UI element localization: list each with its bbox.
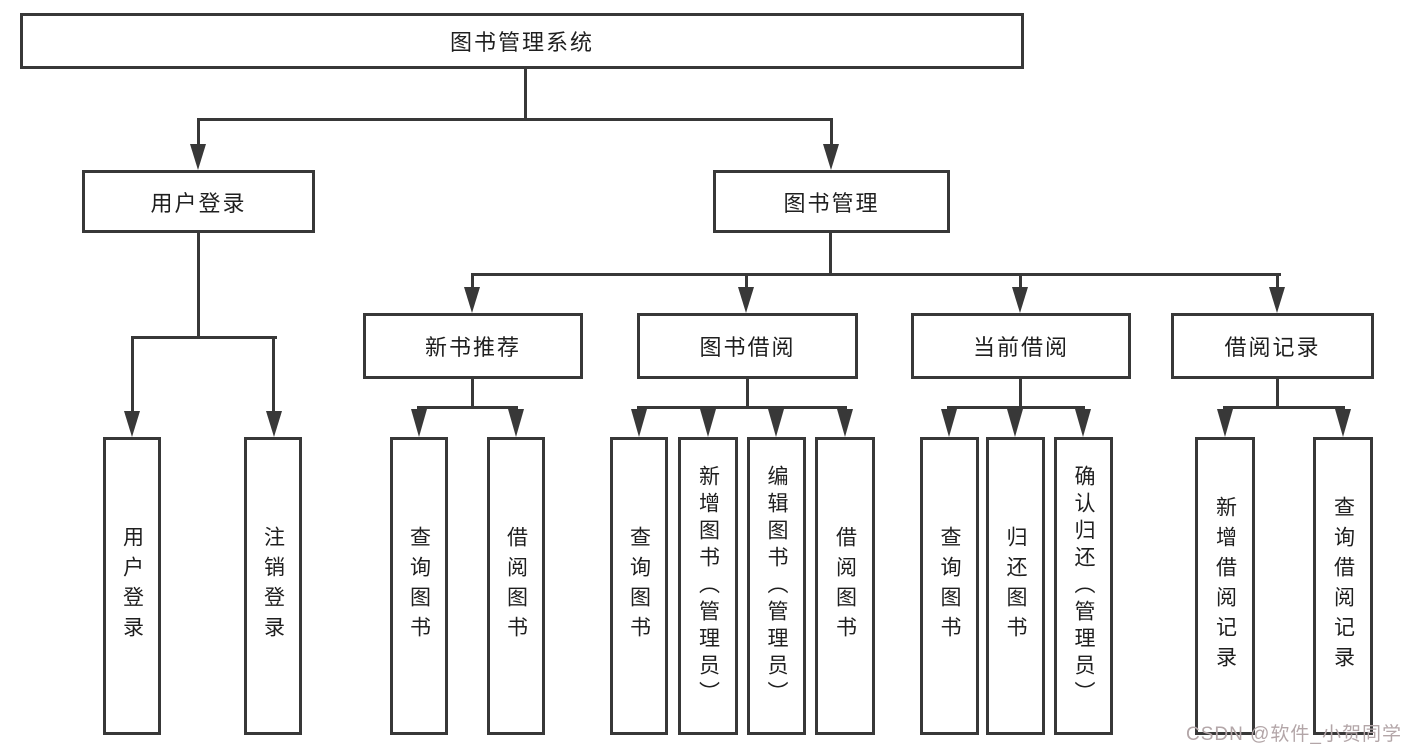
arrowhead-leaf-query-borrow-record (1335, 409, 1351, 437)
leaf-borrow-books-1: 借阅图书 (487, 437, 545, 735)
connector-user-login-bar (131, 336, 277, 339)
connector-root-stem (524, 69, 527, 121)
connector-to-leaf-user-login (131, 338, 134, 414)
node-new-book-recommend: 新书推荐 (363, 313, 583, 379)
connector-to-current-borrowing (1019, 275, 1022, 289)
arrowhead-leaf-query-books-1 (411, 409, 427, 437)
connector-to-book-management (830, 120, 833, 150)
arrowhead-book-management (823, 144, 839, 170)
connector-current-borrowing-stem (1019, 379, 1022, 408)
arrowhead-leaf-add-borrow-record (1217, 409, 1233, 437)
arrowhead-leaf-edit-books-admin (768, 409, 784, 437)
connector-user-login-stem (197, 233, 200, 339)
connector-to-leaf-logout (272, 338, 275, 414)
arrowhead-book-borrowing (738, 287, 754, 313)
arrowhead-new-book-recommend (464, 287, 480, 313)
connector-to-borrowing-records (1276, 275, 1279, 289)
node-borrowing-records-label: 借阅记录 (1224, 335, 1321, 360)
node-current-borrowing-label: 当前借阅 (972, 335, 1069, 360)
connector-book-borrowing-bar (637, 406, 847, 409)
connector-to-user-login (197, 120, 200, 150)
arrowhead-borrowing-records (1269, 287, 1285, 313)
node-user-login: 用户登录 (82, 170, 315, 233)
connector-current-borrowing-bar (947, 406, 1085, 409)
arrowhead-leaf-user-login (124, 411, 140, 437)
node-borrowing-records: 借阅记录 (1171, 313, 1374, 379)
arrowhead-leaf-add-books-admin (700, 409, 716, 437)
node-root: 图书管理系统 (20, 13, 1024, 69)
leaf-edit-books-admin: 编辑图书（管理员） (747, 437, 806, 735)
arrowhead-current-borrowing (1012, 287, 1028, 313)
arrowhead-leaf-query-books-2 (631, 409, 647, 437)
connector-book-borrowing-stem (746, 379, 749, 408)
leaf-confirm-return-admin: 确认归还（管理员） (1054, 437, 1113, 735)
node-book-borrowing: 图书借阅 (637, 313, 858, 379)
leaf-user-login: 用户登录 (103, 437, 161, 735)
connector-new-book-recommend-bar (417, 406, 518, 409)
leaf-logout: 注销登录 (244, 437, 302, 735)
arrowhead-leaf-return-books (1007, 409, 1023, 437)
arrowhead-leaf-confirm-return-admin (1075, 409, 1091, 437)
leaf-query-books-1: 查询图书 (390, 437, 448, 735)
csdn-watermark: CSDN @软件_小贺同学 (1186, 724, 1402, 745)
connector-to-book-borrowing (745, 275, 748, 289)
arrowhead-leaf-borrow-books-1 (508, 409, 524, 437)
arrowhead-leaf-logout (266, 411, 282, 437)
node-user-login-label: 用户登录 (150, 190, 247, 216)
connector-borrowing-records-bar (1223, 406, 1345, 409)
connector-to-new-book-recommend (471, 275, 474, 289)
leaf-add-borrow-record: 新增借阅记录 (1195, 437, 1255, 735)
connector-book-management-stem (829, 233, 832, 276)
node-book-management-label: 图书管理 (783, 190, 880, 216)
leaf-borrow-books-2: 借阅图书 (815, 437, 875, 735)
connector-level3-bar (471, 273, 1281, 276)
connector-borrowing-records-stem (1276, 379, 1279, 408)
node-current-borrowing: 当前借阅 (911, 313, 1131, 379)
arrowhead-leaf-borrow-books-2 (837, 409, 853, 437)
leaf-return-books: 归还图书 (986, 437, 1045, 735)
arrowhead-leaf-query-books-3 (941, 409, 957, 437)
arrowhead-user-login (190, 144, 206, 170)
leaf-query-books-3: 查询图书 (920, 437, 979, 735)
node-new-book-recommend-label: 新书推荐 (424, 335, 521, 360)
leaf-query-books-2: 查询图书 (610, 437, 668, 735)
node-book-borrowing-label: 图书借阅 (699, 335, 796, 360)
node-root-label: 图书管理系统 (449, 30, 594, 55)
connector-level2-bar (197, 118, 833, 121)
leaf-query-borrow-record: 查询借阅记录 (1313, 437, 1373, 735)
connector-new-book-recommend-stem (471, 379, 474, 408)
node-book-management: 图书管理 (713, 170, 950, 233)
leaf-add-books-admin: 新增图书（管理员） (678, 437, 738, 735)
